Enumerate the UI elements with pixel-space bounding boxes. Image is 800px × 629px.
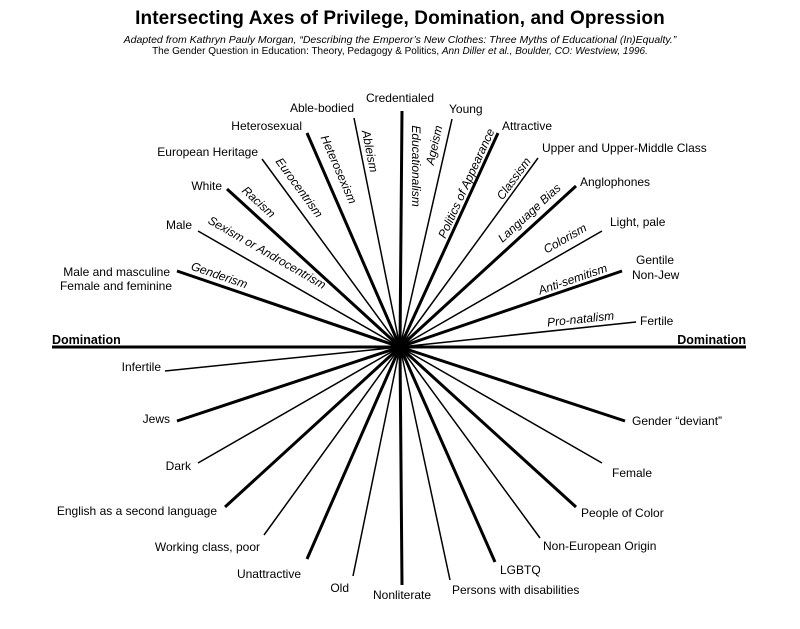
label-disabilities: Persons with disabilities [452,583,579,597]
label-female: Female [612,466,652,480]
axis-line-pronatalism [399,321,637,348]
axis-line-ageism [399,118,453,348]
label-upper-class: Upper and Upper-Middle Class [542,141,707,155]
axis-line-language [398,184,578,349]
axis-line-jews [176,345,401,423]
label-non-european: Non-European Origin [543,539,656,553]
axis-line-unattractive [305,346,402,560]
axis-line-people-of-color [398,345,578,509]
label-working-class: Working class, poor [155,540,260,554]
axis-line-appearance [398,132,500,348]
upper-axis-lines [176,110,637,349]
axis-name-classism: Classism [494,155,534,203]
axis-line-antisemitism [399,269,623,349]
label-esl: English as a second language [57,504,217,518]
citation-authors: Ann Diller et al., Boulder, CO: Westview… [441,46,648,57]
axis-line-nonliterate [398,346,404,586]
axis-line-infertile [164,346,401,372]
label-credentialed: Credentialed [366,91,434,105]
oppressed-labels: Infertile Jews Dark English as a second … [57,360,722,602]
axis-name-appearance: Politics of Appearance [435,126,497,240]
axis-line-ableism [353,117,401,348]
axis-name-colorism: Colorism [541,221,589,257]
label-attractive: Attractive [502,119,552,133]
label-people-of-color: People of Color [581,506,664,520]
domination-label-left: Domination [52,333,121,347]
axis-line-genderism [176,269,401,349]
label-jews: Jews [143,412,170,426]
page-title: Intersecting Axes of Privilege, Dominati… [135,8,665,29]
axis-name-pronatalism: Pro-natalism [546,309,614,330]
axis-line-classism [399,157,539,348]
citation-line-1: Adapted from Kathryn Pauly Morgan, “Desc… [123,34,677,46]
label-heterosexual: Heterosexual [231,119,302,133]
label-young: Young [449,102,483,116]
label-non-jew: Non-Jew [632,268,680,282]
label-unattractive: Unattractive [237,567,301,581]
axis-name-educationalism: Educationalism [409,125,423,206]
label-nonliterate: Nonliterate [373,588,431,602]
axis-line-non-european [399,346,541,539]
label-european-heritage: European Heritage [157,145,258,159]
axis-line-working-class [263,346,401,536]
domination-label-right: Domination [677,333,746,347]
axis-line-dark [197,346,401,464]
axis-line-eurocentrism [261,158,401,348]
label-male-masculine: Male and masculine [63,265,170,279]
label-able-bodied: Able-bodied [290,101,354,115]
axis-name-ableism: Ableism [359,128,381,174]
axis-line-sexism [197,230,401,348]
label-lgbtq: LGBTQ [500,563,541,577]
label-female-feminine: Female and feminine [60,279,172,293]
label-old: Old [330,581,349,595]
citation-line-2: The Gender Question in Education: Theory… [0,46,800,57]
lower-axis-lines [164,345,626,586]
citation-book: The Gender Question in Education: Theory… [152,46,442,57]
axis-line-female [399,346,603,464]
label-male: Male [166,218,192,232]
axis-line-heterosexism [305,132,402,348]
axis-line-old [352,346,401,577]
axis-line-racism [225,187,402,349]
axis-line-disabilities [399,346,451,581]
label-dark: Dark [166,459,192,473]
label-fertile: Fertile [640,314,674,328]
axis-line-gender-deviant [399,345,626,423]
axis-line-colorism [399,230,603,348]
label-gender-deviant: Gender “deviant” [632,414,722,428]
label-anglophones: Anglophones [580,175,650,189]
axis-name-racism: Racism [239,183,278,220]
label-infertile: Infertile [122,360,162,374]
label-white: White [191,179,222,193]
axis-line-educationalism [398,110,404,348]
axis-line-lgbtq [398,346,497,563]
axis-line-esl [223,345,402,509]
label-gentile: Gentile [636,253,674,267]
label-light-pale: Light, pale [610,215,666,229]
privileged-labels: Male and masculine Female and feminine M… [60,91,707,328]
